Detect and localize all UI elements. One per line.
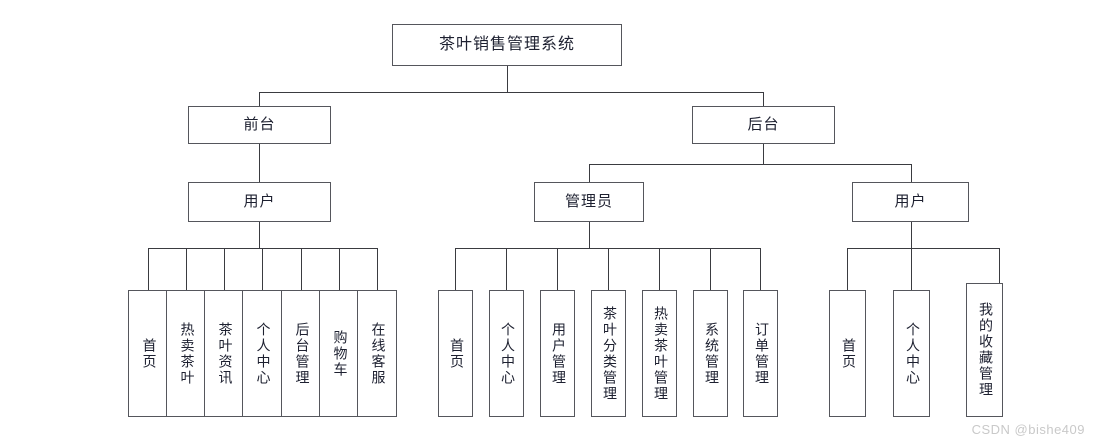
node-frontend-user: 用户	[188, 182, 331, 222]
leaf-frontend-6: 在线客服	[357, 290, 397, 417]
connector-admin-leaf-drop-0	[455, 248, 456, 290]
connector-admin-leaf-drop-5	[710, 248, 711, 290]
connector-backend-admin-stub	[589, 222, 590, 248]
connector-level1-drop-left	[259, 92, 260, 106]
leaf-label: 热卖茶叶管理	[652, 305, 668, 402]
leaf-label: 首页	[140, 337, 156, 370]
leaf-admin-2: 用户管理	[540, 290, 575, 417]
node-backend-admin: 管理员	[534, 182, 644, 222]
connector-frontend-leaf-drop-1	[186, 248, 187, 290]
leaf-frontend-0: 首页	[128, 290, 168, 417]
leaf-label: 订单管理	[753, 321, 769, 386]
leaf-frontend-4: 后台管理	[281, 290, 321, 417]
node-label: 用户	[243, 193, 276, 210]
leaf-label: 首页	[448, 337, 464, 370]
node-label: 后台	[747, 116, 780, 133]
connector-frontend-user-stub	[259, 222, 260, 248]
leaf-frontend-1: 热卖茶叶	[166, 290, 206, 417]
connector-frontend-leaf-drop-0	[148, 248, 149, 290]
connector-buser-leaf-drop-1	[911, 248, 912, 290]
connector-level2-drop-admin	[589, 164, 590, 182]
node-frontend: 前台	[188, 106, 331, 144]
connector-frontend-to-user	[259, 144, 260, 182]
leaf-label: 个人中心	[499, 321, 515, 386]
leaf-label: 热卖茶叶	[178, 321, 194, 386]
connector-admin-leaf-drop-1	[506, 248, 507, 290]
leaf-admin-4: 热卖茶叶管理	[642, 290, 677, 417]
leaf-label: 用户管理	[550, 321, 566, 386]
leaf-label: 我的收藏管理	[977, 302, 993, 398]
connector-backend-stub	[763, 144, 764, 164]
connector-frontend-leaf-drop-6	[377, 248, 378, 290]
leaf-admin-3: 茶叶分类管理	[591, 290, 626, 417]
leaf-backend-user-1: 个人中心	[893, 290, 930, 417]
leaf-label: 茶叶分类管理	[601, 305, 617, 402]
connector-level1-bus	[259, 92, 763, 93]
leaf-label: 个人中心	[904, 321, 920, 386]
leaf-frontend-2: 茶叶资讯	[204, 290, 244, 417]
leaf-backend-user-0: 首页	[829, 290, 866, 417]
leaf-label: 系统管理	[703, 321, 719, 386]
node-label: 管理员	[564, 193, 613, 210]
connector-buser-leaf-drop-0	[847, 248, 848, 290]
leaf-frontend-5: 购物车	[319, 290, 359, 417]
leaf-label: 首页	[840, 337, 856, 370]
leaf-admin-0: 首页	[438, 290, 473, 417]
connector-buser-leaf-bus	[847, 248, 999, 249]
node-root-system: 茶叶销售管理系统	[392, 24, 622, 66]
connector-frontend-leaf-drop-3	[262, 248, 263, 290]
leaf-label: 后台管理	[293, 321, 309, 386]
connector-root-stub	[507, 66, 508, 92]
connector-backend-user-stub	[911, 222, 912, 248]
node-backend-user: 用户	[852, 182, 969, 222]
connector-admin-leaf-drop-6	[760, 248, 761, 290]
connector-admin-leaf-drop-3	[608, 248, 609, 290]
node-label: 用户	[894, 193, 927, 210]
node-backend: 后台	[692, 106, 835, 144]
leaf-frontend-3: 个人中心	[242, 290, 282, 417]
connector-level2-drop-user	[911, 164, 912, 182]
connector-frontend-leaf-drop-4	[301, 248, 302, 290]
leaf-label: 茶叶资讯	[216, 321, 232, 386]
node-label: 前台	[243, 116, 276, 133]
leaf-admin-6: 订单管理	[743, 290, 778, 417]
connector-admin-leaf-bus	[455, 248, 760, 249]
leaf-admin-1: 个人中心	[489, 290, 524, 417]
leaf-label: 购物车	[331, 329, 347, 378]
connector-level1-drop-right	[763, 92, 764, 106]
connector-admin-leaf-drop-4	[659, 248, 660, 290]
connector-level2-bus	[589, 164, 911, 165]
leaf-backend-user-2: 我的收藏管理	[966, 283, 1003, 417]
leaf-admin-5: 系统管理	[693, 290, 728, 417]
watermark-text: CSDN @bishe409	[971, 422, 1085, 437]
node-label: 茶叶销售管理系统	[438, 36, 575, 53]
leaf-label: 在线客服	[369, 321, 385, 386]
connector-admin-leaf-drop-2	[557, 248, 558, 290]
connector-frontend-leaf-drop-2	[224, 248, 225, 290]
leaf-label: 个人中心	[254, 321, 270, 386]
connector-buser-leaf-drop-2	[999, 248, 1000, 290]
connector-frontend-leaf-drop-5	[339, 248, 340, 290]
